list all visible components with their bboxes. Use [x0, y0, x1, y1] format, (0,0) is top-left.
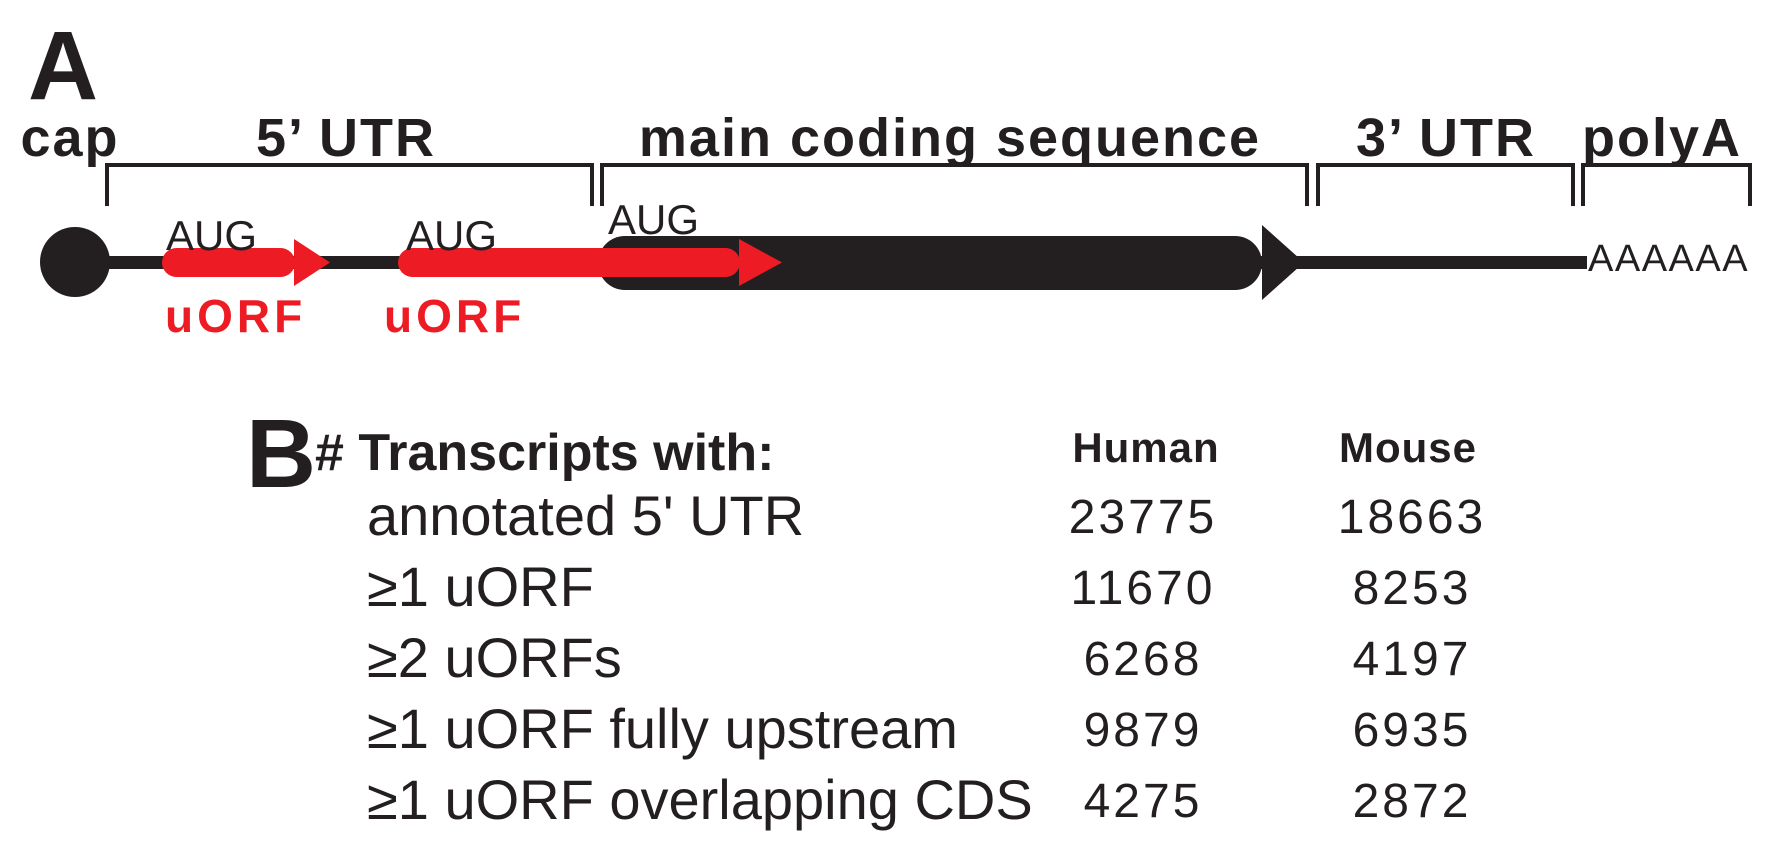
panel-a-letter: A: [28, 11, 98, 120]
main-coding-sequence-bracket: [600, 163, 1309, 206]
table-row: ≥2 uORFs 6268 4197: [367, 626, 1472, 689]
polya-bracket: [1581, 163, 1752, 206]
mouse-value: 2872: [1353, 775, 1472, 828]
table-row: ≥1 uORF fully upstream 9879 6935: [367, 697, 1472, 760]
row-label: ≥2 uORFs: [367, 626, 622, 689]
row-label: ≥1 uORF fully upstream: [367, 697, 958, 760]
aug-label-uorf2: AUG: [406, 212, 497, 259]
human-value: 23775: [1069, 491, 1217, 544]
main-coding-sequence-label: main coding sequence: [639, 108, 1261, 168]
human-value: 4275: [1084, 775, 1203, 828]
uorf1-label: uORF: [165, 290, 306, 342]
polya-label: polyA: [1582, 108, 1742, 168]
row-label: ≥1 uORF: [367, 555, 594, 618]
five-prime-utr-bracket: [105, 163, 594, 206]
uorf2-arrow-body: [398, 248, 740, 277]
mouse-value: 6935: [1353, 704, 1472, 757]
human-value: 6268: [1084, 633, 1203, 686]
cds-arrow-head: [1262, 225, 1304, 300]
mouse-value: 8253: [1353, 562, 1472, 615]
mouse-value: 18663: [1338, 491, 1486, 544]
row-label: annotated 5' UTR: [367, 484, 804, 547]
uorf1-arrow-body: [162, 248, 295, 277]
cds-arrow-body: [598, 236, 1262, 290]
row-label: ≥1 uORF overlapping CDS: [367, 768, 1033, 831]
aug-label-cds: AUG: [608, 196, 699, 243]
panel-a: A cap 5’ UTR main coding sequence 3’ UTR…: [20, 11, 1752, 342]
three-prime-utr-label: 3’ UTR: [1356, 108, 1536, 168]
table-title: # Transcripts with:: [315, 424, 774, 482]
polya-tail-sequence: AAAAAA: [1588, 238, 1749, 280]
human-value: 11670: [1071, 562, 1216, 615]
five-prime-utr-label: 5’ UTR: [256, 108, 436, 168]
uorf1-arrow-head: [294, 239, 330, 286]
column-header-mouse: Mouse: [1339, 424, 1477, 471]
uorf2-label: uORF: [384, 290, 525, 342]
cap-label: cap: [20, 108, 119, 168]
panel-b: B # Transcripts with: Human Mouse annota…: [246, 399, 1486, 831]
table-row: annotated 5' UTR 23775 18663: [367, 484, 1486, 547]
table-row: ≥1 uORF overlapping CDS 4275 2872: [367, 768, 1472, 831]
uorf2-arrow-head: [739, 239, 782, 286]
panel-b-letter: B: [246, 399, 316, 508]
table-row: ≥1 uORF 11670 8253: [367, 555, 1472, 618]
column-header-human: Human: [1072, 424, 1219, 471]
mouse-value: 4197: [1353, 633, 1472, 686]
three-prime-utr-bracket: [1316, 163, 1575, 206]
aug-label-uorf1: AUG: [166, 212, 257, 259]
human-value: 9879: [1084, 704, 1203, 757]
